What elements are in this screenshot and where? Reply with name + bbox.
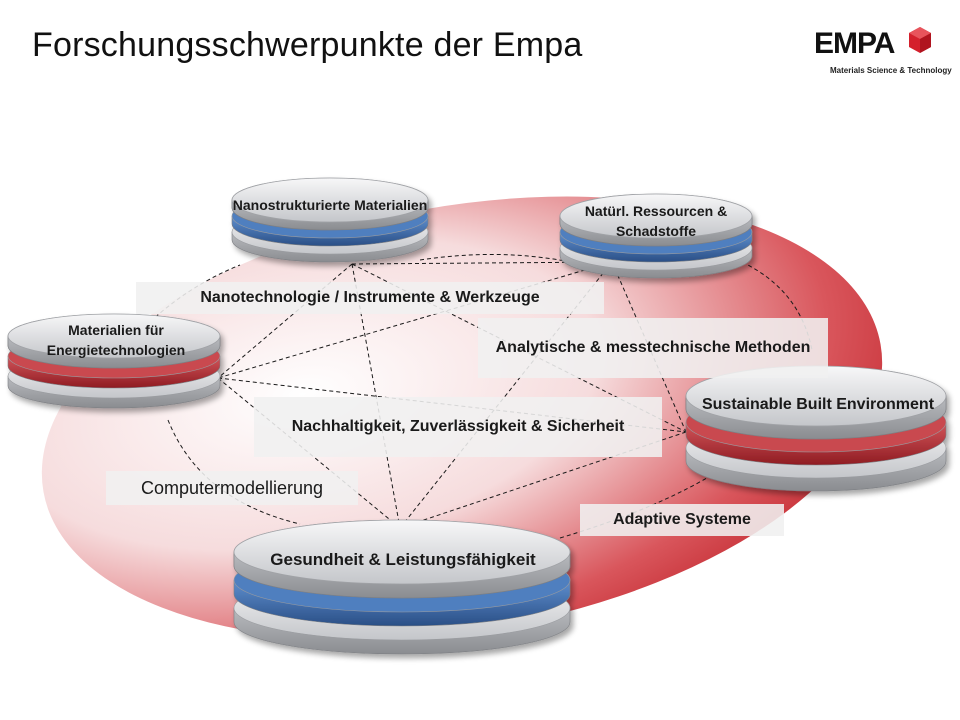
disc-energie-cap-top	[7, 313, 221, 359]
disc-gesund-cap-top	[233, 519, 571, 585]
theme-nachhaltigkeit: Nachhaltigkeit, Zuverlässigkeit & Sicher…	[254, 397, 662, 457]
node-label-sustainable-built-environment: Sustainable Built Environment	[701, 395, 935, 413]
node-label-natuerl-ressourcen: Natürl. Ressourcen & Schadstoffe	[584, 203, 728, 239]
empa-logo: EMPA Materials Science & Technology	[812, 22, 952, 82]
disc-natur-cap-top	[559, 193, 753, 239]
connection-natur-energie	[217, 261, 613, 379]
logo-wordmark: EMPA	[814, 27, 895, 60]
ring-natur-built	[741, 261, 813, 351]
theme-adaptive-systeme: Adaptive Systeme	[580, 504, 784, 536]
theme-computermodellierung: Computermodellierung	[106, 471, 358, 505]
disc-nano-cap-top	[231, 177, 429, 223]
node-label-nanostrukturierte-materialien: Nanostrukturierte Materialien	[232, 197, 428, 213]
slide-title: Forschungsschwerpunkte der Empa	[32, 26, 583, 64]
node-label-gesundheit-leistungsfaehigkeit: Gesundheit & Leistungsfähigkeit	[270, 550, 536, 569]
ring-nano-natur	[419, 253, 571, 263]
theme-analytische-methoden: Analytische & messtechnische Methoden	[478, 318, 828, 378]
disc-energie	[7, 313, 221, 409]
connection-energie-gesund	[217, 377, 401, 529]
disc-natur	[559, 193, 753, 279]
disc-nano	[231, 177, 429, 263]
logo-tagline: Materials Science & Technology	[830, 66, 952, 75]
node-label-materialien-energietechnologien: Materialien für Energietechnologien	[46, 322, 186, 358]
logo-cube-icon	[909, 27, 931, 53]
connection-nano-natur	[351, 261, 613, 265]
theme-nanotechnologie: Nanotechnologie / Instrumente & Werkzeug…	[136, 282, 604, 314]
disc-built	[685, 365, 947, 492]
disc-gesund	[233, 519, 571, 655]
